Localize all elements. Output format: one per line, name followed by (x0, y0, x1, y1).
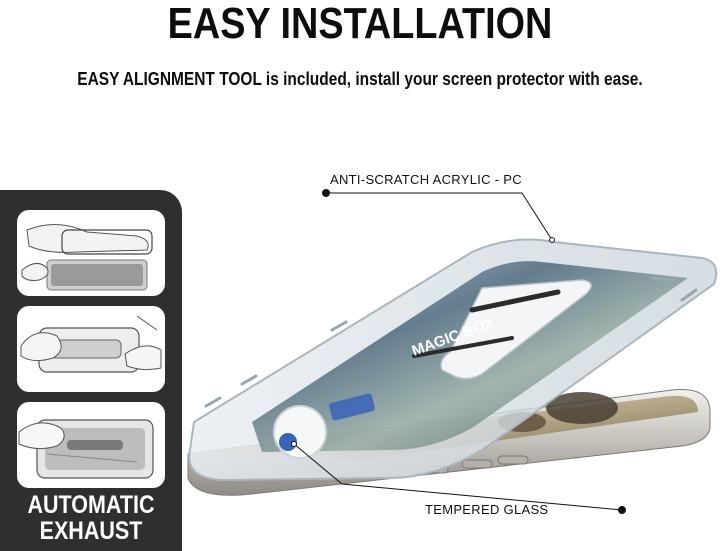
panel-label-line2: EXHAUST (39, 517, 143, 545)
page-title: EASY INSTALLATION (167, 0, 553, 48)
step-2-image (17, 306, 165, 392)
steps-panel: AUTOMATIC EXHAUST (0, 190, 182, 551)
callout-glass-label: TEMPERED GLASS (425, 502, 549, 517)
panel-label: AUTOMATIC EXHAUST (13, 492, 170, 544)
product-illustration: MAGIC BOX (187, 189, 718, 514)
step-1-image (17, 210, 165, 296)
alignment-frame: MAGIC BOX (188, 238, 718, 482)
panel-label-line1: AUTOMATIC (27, 491, 155, 519)
step-3-image (17, 402, 165, 488)
callout-lines (291, 189, 626, 514)
page-subtitle: EASY ALIGNMENT TOOL is included, install… (77, 69, 643, 89)
callout-acrylic-label: ANTI-SCRATCH ACRYLIC - PC (330, 172, 522, 187)
